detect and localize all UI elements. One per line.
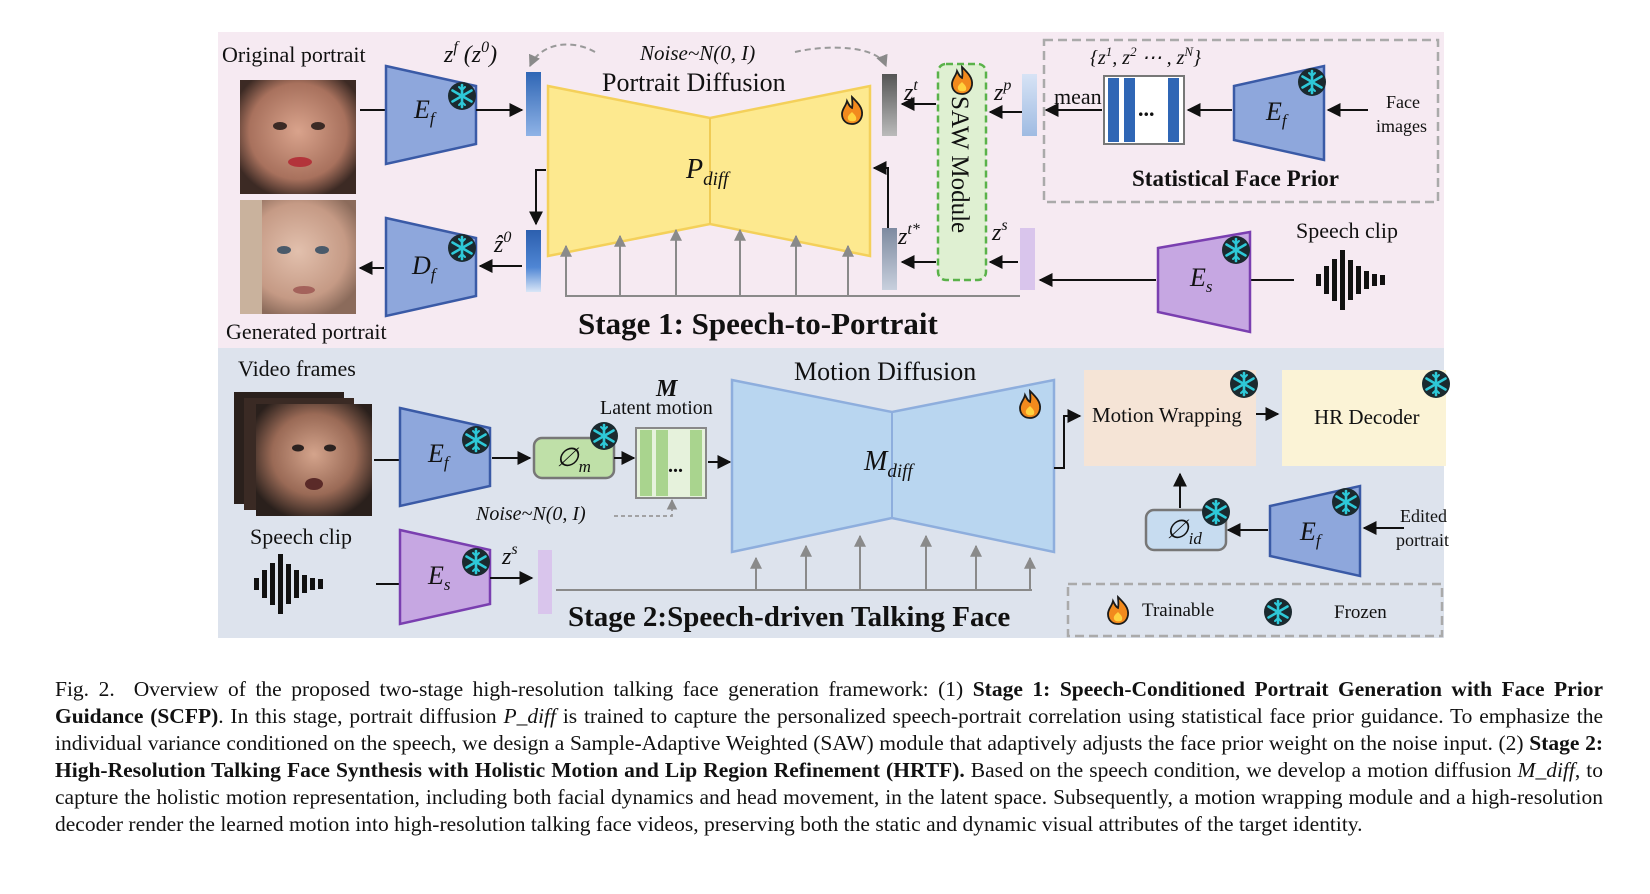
caption-prefix: Fig. 2.	[55, 677, 115, 701]
saw-module-box	[936, 62, 988, 282]
hr-decoder-label: HR Decoder	[1314, 405, 1420, 429]
caption-text-2: . In this stage, portrait diffusion	[218, 704, 497, 728]
stage1-title: Stage 1: Speech-to-Portrait	[578, 306, 939, 341]
zs-latent-bar-stage2	[538, 550, 552, 614]
caption-bold-stage1: Stage 1: Speech-Conditioned Portrait Gen…	[55, 677, 1603, 728]
frozen-snowflake-icon	[446, 232, 478, 264]
hr-decoder-box	[1282, 370, 1446, 466]
caption-math-pdiff: P_diff	[503, 704, 557, 728]
latent-set-label: {z1, z2 ⋯ , zN}	[1090, 44, 1201, 69]
statistical-face-prior-box	[1042, 38, 1440, 204]
edited-portrait-label-2: portrait	[1396, 530, 1449, 550]
frozen-snowflake-icon	[460, 546, 492, 578]
generated-portrait-image	[240, 200, 356, 314]
zt-latent-bar	[882, 74, 897, 136]
statistical-face-prior-title: Statistical Face Prior	[1132, 166, 1339, 191]
caption-text-1: Overview of the proposed two-stage high-…	[133, 677, 964, 701]
caption-text-4: Based on the speech condition, we develo…	[970, 758, 1512, 782]
zf-label: zf (z0)	[443, 39, 497, 68]
stage2-title: Stage 2:Speech-driven Talking Face	[568, 601, 1010, 633]
legend-trainable-label: Trainable	[1142, 600, 1214, 621]
legend-snowflake-icon	[1262, 596, 1294, 628]
legend-box	[1066, 582, 1444, 638]
frozen-snowflake-icon	[1330, 486, 1362, 518]
phi-id-label: ∅id	[1166, 515, 1202, 548]
figure-caption: Fig. 2. Overview of the proposed two-sta…	[55, 676, 1603, 838]
original-portrait-image	[240, 80, 356, 194]
noise-label-stage2: Noise~N(0, I)	[475, 503, 586, 525]
video-frames-label: Video frames	[238, 356, 356, 381]
frozen-snowflake-icon	[1228, 368, 1260, 400]
condition-arrows-stage1	[560, 228, 1020, 297]
latent-motion-label: Latent motion	[600, 397, 713, 419]
motion-m-label: M	[655, 376, 679, 402]
generated-portrait-label: Generated portrait	[226, 319, 387, 344]
motion-wrapping-box	[1084, 370, 1256, 466]
edited-portrait-label-1: Edited	[1400, 506, 1447, 526]
latent-motion-stack: ...	[635, 427, 707, 499]
latent-stack: ...	[1103, 75, 1185, 145]
caption-bold-stage2: Stage 2: High-Resolution Talking Face Sy…	[55, 731, 1604, 782]
zf-latent-bar	[526, 72, 541, 136]
zhat0-latent-bar	[526, 230, 541, 292]
speech-clip-label-stage2: Speech clip	[250, 524, 352, 549]
zp-latent-bar	[1022, 74, 1037, 136]
svg-text:...: ...	[668, 455, 683, 477]
speech-clip-label-stage1: Speech clip	[1296, 218, 1398, 243]
motion-diffusion-title: Motion Diffusion	[794, 357, 976, 386]
saw-module-label: SAW Module	[946, 96, 973, 233]
frozen-snowflake-icon	[460, 424, 492, 456]
frozen-snowflake-icon	[1420, 368, 1452, 400]
frozen-snowflake-icon	[588, 420, 620, 452]
framework-figure: Original portrait Generated portrait Ef …	[218, 32, 1452, 638]
face-images-label-2: images	[1376, 116, 1427, 136]
caption-math-mdiff: M_diff	[1517, 758, 1575, 782]
legend-frozen-label: Frozen	[1334, 602, 1387, 623]
motion-wrapping-label: Motion Wrapping	[1092, 403, 1242, 427]
portrait-diffusion-title: Portrait Diffusion	[602, 68, 786, 97]
frozen-snowflake-icon	[1296, 66, 1328, 98]
video-frames-image	[234, 392, 372, 516]
zt-star-latent-bar	[882, 228, 897, 290]
face-images-label-1: Face	[1386, 92, 1420, 112]
caption-text-5: , to capture the holistic motion represe…	[55, 758, 1604, 836]
frozen-snowflake-icon	[1220, 234, 1252, 266]
frozen-snowflake-icon	[446, 80, 478, 112]
original-portrait-label: Original portrait	[222, 42, 366, 67]
phi-m-label: ∅m	[556, 443, 591, 476]
zs-latent-bar	[1020, 228, 1035, 290]
noise-label-stage1: Noise~N(0, I)	[639, 41, 755, 65]
mean-label: mean	[1054, 84, 1102, 109]
caption-text-3: is trained to capture the personalized s…	[55, 704, 1603, 755]
frozen-snowflake-icon	[1200, 496, 1232, 528]
svg-text:...: ...	[1138, 96, 1155, 121]
condition-arrows-stage2	[556, 534, 1036, 591]
